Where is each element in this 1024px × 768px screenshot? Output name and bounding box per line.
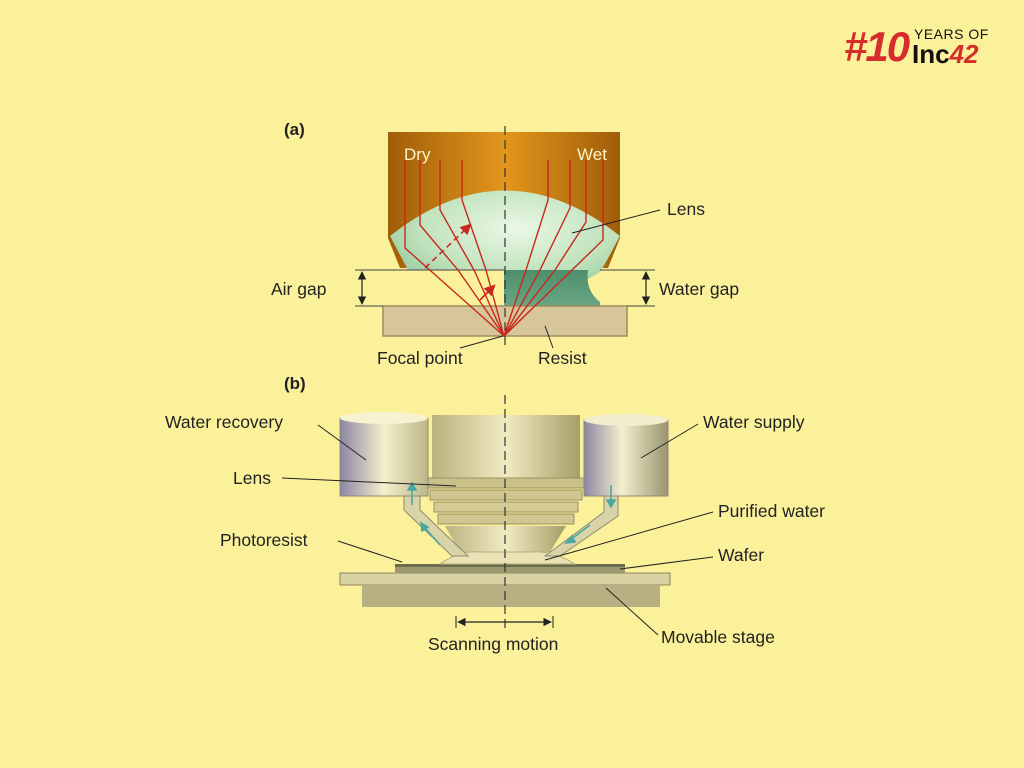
water-supply-label: Water supply — [703, 412, 805, 432]
water-recovery-leader — [317, 424, 367, 461]
reflected-ray-arrow-1 — [424, 223, 472, 269]
lens-leader-b — [281, 477, 457, 487]
water-supply-leader — [640, 423, 699, 459]
water-recovery-tank-top — [340, 412, 428, 424]
dry-label: Dry — [404, 145, 431, 164]
ray-dry-1 — [404, 160, 505, 337]
resist-label: Resist — [538, 348, 587, 368]
flow-arrowhead-recovery-diag — [420, 521, 430, 533]
lens-label-a: Lens — [667, 199, 705, 219]
purified-water-label: Purified water — [718, 501, 825, 521]
photoresist-leader — [337, 540, 403, 563]
stage-base — [362, 585, 660, 607]
panel-a-tag: (a) — [284, 120, 305, 139]
purified-water-leader — [544, 511, 714, 561]
flow-arrowhead-supply-diag — [564, 534, 577, 545]
water-gap-fill — [504, 270, 600, 306]
lens-leader-a — [571, 209, 661, 234]
lens-ring-4 — [437, 513, 575, 525]
air-gap-label: Air gap — [271, 279, 326, 299]
focal-point-label: Focal point — [377, 348, 463, 368]
logo-years-of: YEARS OF — [914, 26, 989, 42]
wafer-leader — [619, 556, 714, 570]
photoresist-label: Photoresist — [220, 530, 308, 550]
inc42-logo: #10 YEARS OF Inc42 — [844, 24, 994, 74]
flow-arrowhead-supply-down — [605, 499, 617, 509]
lens-column-upper — [432, 415, 580, 480]
wet-label: Wet — [577, 145, 607, 164]
optical-rays — [404, 160, 604, 337]
ray-wet-4 — [503, 160, 604, 337]
ray-dry-2 — [419, 160, 505, 337]
ray-dry-4 — [461, 160, 505, 337]
movable-stage-leader — [605, 587, 659, 636]
water-recovery-label: Water recovery — [165, 412, 283, 432]
ray-dry-3 — [439, 160, 505, 337]
reflected-ray-arrow-2 — [479, 284, 496, 301]
flow-arrowhead-recovery-up — [406, 481, 418, 491]
lens-ring-2 — [429, 489, 583, 501]
lens-ring-3 — [433, 501, 579, 513]
wafer — [395, 566, 625, 573]
wafer-label: Wafer — [718, 545, 764, 565]
water-gap-label: Water gap — [659, 279, 739, 299]
recovery-pipe — [403, 495, 470, 557]
ray-wet-2 — [503, 160, 571, 337]
water-supply-tank-top — [584, 414, 668, 426]
lens-label-b: Lens — [233, 468, 271, 488]
panel-b-tag: (b) — [284, 374, 306, 393]
logo-inc-number: 42 — [949, 39, 979, 69]
resist-leader — [544, 325, 554, 349]
lens-ring-1 — [425, 477, 587, 489]
logo-hash-10: #10 — [844, 23, 910, 70]
water-supply-tank — [583, 419, 669, 497]
water-flow-arrows — [406, 481, 617, 546]
scanning-motion-label: Scanning motion — [428, 634, 558, 654]
ray-wet-1 — [503, 160, 549, 337]
logo-inc: Inc42 — [912, 40, 979, 68]
flow-arrow-recovery-diag — [424, 527, 441, 546]
movable-stage-label: Movable stage — [661, 627, 775, 647]
focal-point-leader — [459, 335, 504, 349]
photoresist-layer — [395, 564, 625, 567]
logo-inc-text: Inc — [912, 39, 950, 69]
ray-wet-3 — [503, 160, 587, 337]
